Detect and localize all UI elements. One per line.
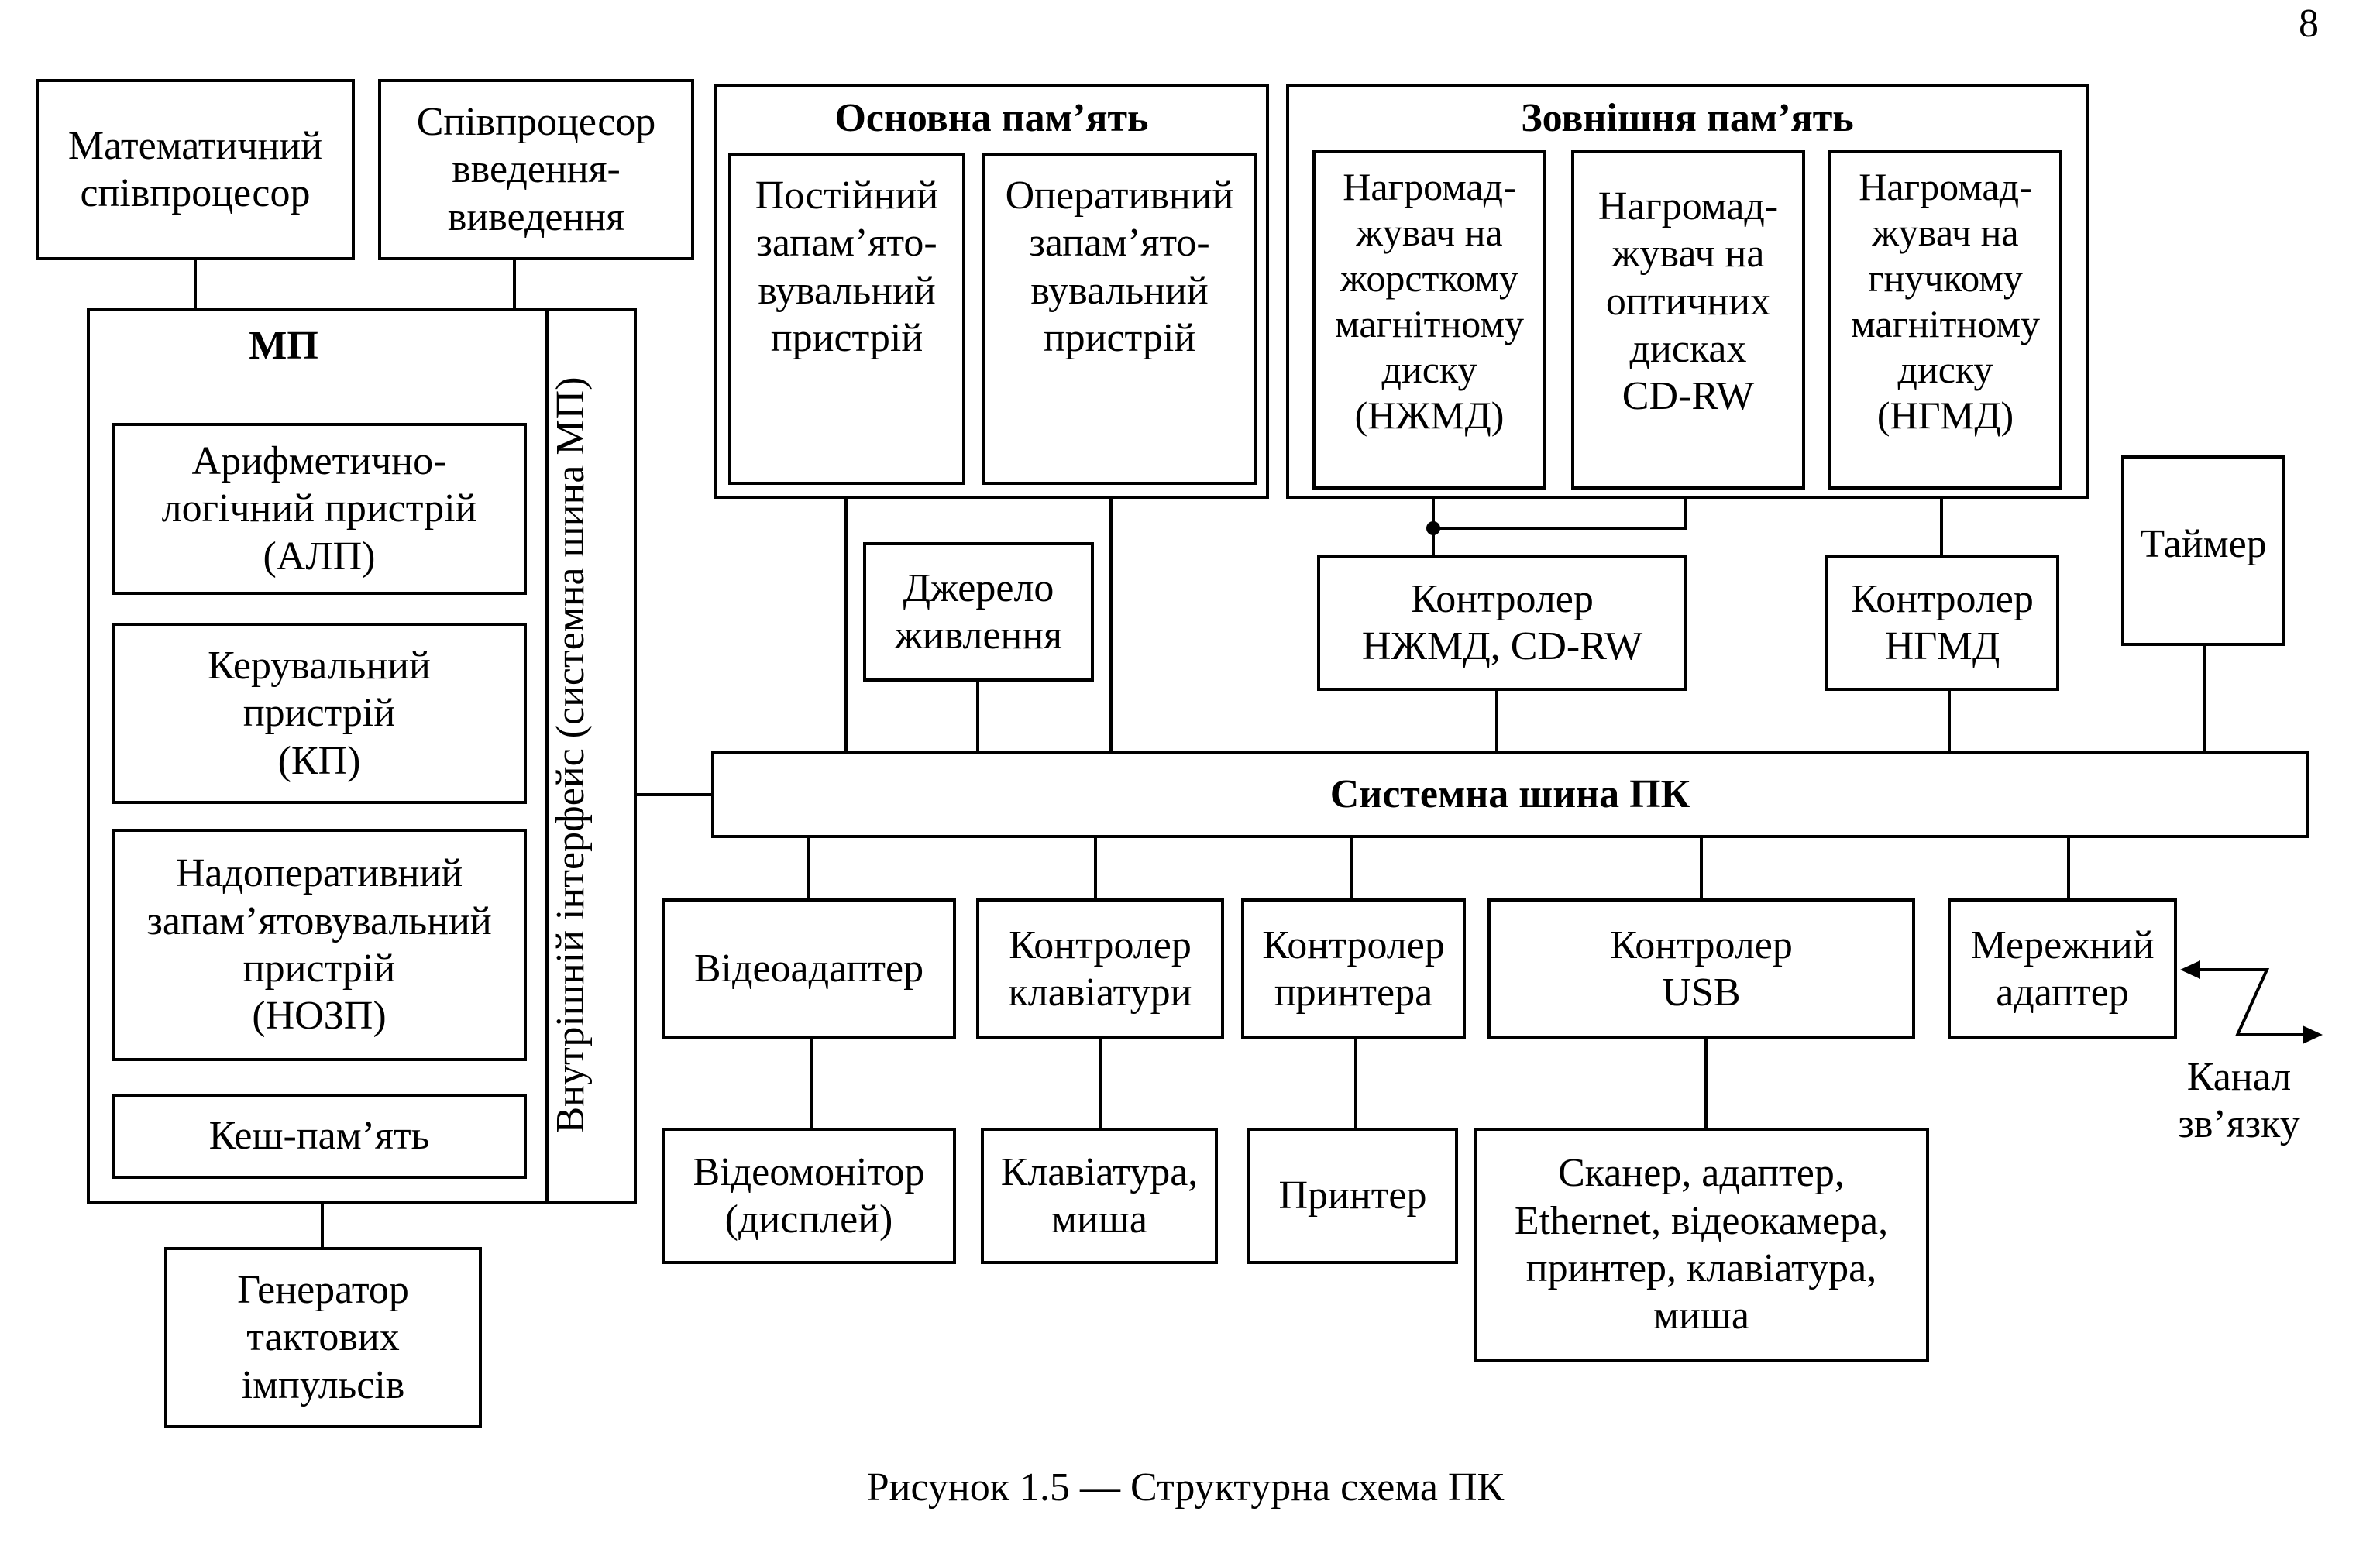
keyboard-mouse-box: Клавіатура, миша — [981, 1128, 1218, 1264]
io-coprocessor-box: Співпроцесор введення- виведення — [378, 79, 694, 260]
printer-box: Принтер — [1247, 1128, 1458, 1264]
ram-label: Оперативний запам’ято- вувальний пристрі… — [1005, 173, 1234, 361]
usb-devices-label: Сканер, адаптер, Ethernet, відеокамера, … — [1514, 1151, 1889, 1338]
video-adapter-label: Відеоадаптер — [693, 946, 924, 991]
rom-label: Постійний запам’ято- вувальний пристрій — [755, 173, 939, 361]
timer-box: Таймер — [2121, 455, 2285, 646]
printer-label: Принтер — [1278, 1173, 1427, 1218]
rom-box: Постійний запам’ято- вувальний пристрій — [728, 153, 965, 485]
register-memory-label: Надоперативний запам’ятовувальний пристр… — [146, 851, 492, 1039]
ram-box: Оперативний запам’ято- вувальний пристрі… — [982, 153, 1257, 485]
microprocessor-box: МП Арифметично- логічний пристрій (АЛП) … — [87, 308, 637, 1204]
hdd-label: Нагромад- жувач на жорсткому магнітному … — [1335, 165, 1524, 437]
timer-label: Таймер — [2140, 522, 2267, 566]
printer-controller-box: Контролер принтера — [1241, 898, 1466, 1039]
floppy-controller-label: Контролер НГМД — [1851, 576, 2034, 668]
cache-box: Кеш-пам’ять — [112, 1094, 527, 1179]
control-unit-box: Керувальний пристрій (КП) — [112, 623, 527, 804]
math-coprocessor-box: Математичний співпроцесор — [36, 79, 355, 260]
external-memory-box: Зовнішня пам’ять Нагромад- жувач на жорс… — [1286, 84, 2089, 499]
floppy-controller-box: Контролер НГМД — [1825, 555, 2059, 691]
wire-optical-down — [1433, 486, 1687, 530]
printer-controller-label: Контролер принтера — [1262, 922, 1445, 1015]
junction-dot — [1426, 521, 1440, 535]
keyboard-controller-box: Контролер клавіатури — [976, 898, 1224, 1039]
io-coprocessor-label: Співпроцесор введення- виведення — [416, 99, 656, 239]
math-coprocessor-label: Математичний співпроцесор — [67, 123, 323, 215]
hdd-box: Нагромад- жувач на жорсткому магнітному … — [1312, 150, 1546, 490]
system-bus-box: Системна шина ПК — [711, 751, 2309, 838]
mp-title: МП — [249, 324, 318, 368]
floppy-box: Нагромад- жувач на гнучкому магнітному д… — [1828, 150, 2062, 490]
wire-network-channel — [2185, 968, 2315, 1036]
external-memory-title: Зовнішня пам’ять — [1521, 96, 1854, 140]
video-adapter-box: Відеоадаптер — [662, 898, 956, 1039]
hdd-cd-controller-label: Контролер НЖМД, CD-RW — [1361, 576, 1643, 668]
alu-box: Арифметично- логічний пристрій (АЛП) — [112, 423, 527, 595]
monitor-box: Відеомонітор (дисплей) — [662, 1128, 956, 1264]
network-adapter-label: Мережний адаптер — [1970, 922, 2155, 1015]
floppy-label: Нагромад- жувач на гнучкому магнітному д… — [1851, 165, 2040, 437]
usb-controller-box: Контролер USB — [1488, 898, 1915, 1039]
power-supply-box: Джерело живлення — [863, 542, 1094, 682]
power-supply-label: Джерело живлення — [894, 565, 1063, 658]
network-adapter-box: Мережний адаптер — [1948, 898, 2177, 1039]
keyboard-mouse-label: Клавіатура, миша — [1000, 1149, 1199, 1242]
optical-label: Нагромад- жувач на оптичних дисках CD-RW — [1598, 184, 1779, 419]
internal-interface-label: Внутрішній інтерфейс (системна шина МП) — [549, 376, 593, 1134]
cache-label: Кеш-пам’ять — [208, 1114, 430, 1159]
keyboard-controller-label: Контролер клавіатури — [1008, 922, 1192, 1015]
usb-devices-box: Сканер, адаптер, Ethernet, відеокамера, … — [1474, 1128, 1929, 1362]
register-memory-box: Надоперативний запам’ятовувальний пристр… — [112, 829, 527, 1061]
main-memory-box: Основна пам’ять Постійний запам’ято- вув… — [714, 84, 1269, 499]
mp-bus-divider — [545, 311, 549, 1201]
monitor-label: Відеомонітор (дисплей) — [693, 1149, 925, 1242]
comm-channel-label: Канал зв’язку — [2178, 1055, 2300, 1147]
usb-controller-label: Контролер USB — [1610, 922, 1793, 1015]
control-unit-label: Керувальний пристрій (КП) — [208, 643, 431, 783]
page-number: 8 — [2299, 2, 2319, 46]
arrowhead-right — [2303, 1025, 2323, 1044]
system-bus-label: Системна шина ПК — [1329, 772, 1690, 817]
figure-caption: Рисунок 1.5 — Структурна схема ПК — [866, 1465, 1505, 1510]
optical-box: Нагромад- жувач на оптичних дисках CD-RW — [1571, 150, 1805, 490]
hdd-cd-controller-box: Контролер НЖМД, CD-RW — [1317, 555, 1687, 691]
clock-generator-label: Генератор тактових імпульсів — [237, 1267, 409, 1407]
alu-label: Арифметично- логічний пристрій (АЛП) — [161, 438, 477, 579]
arrowhead-left — [2180, 960, 2200, 979]
clock-generator-box: Генератор тактових імпульсів — [164, 1247, 482, 1428]
main-memory-title: Основна пам’ять — [834, 96, 1149, 140]
